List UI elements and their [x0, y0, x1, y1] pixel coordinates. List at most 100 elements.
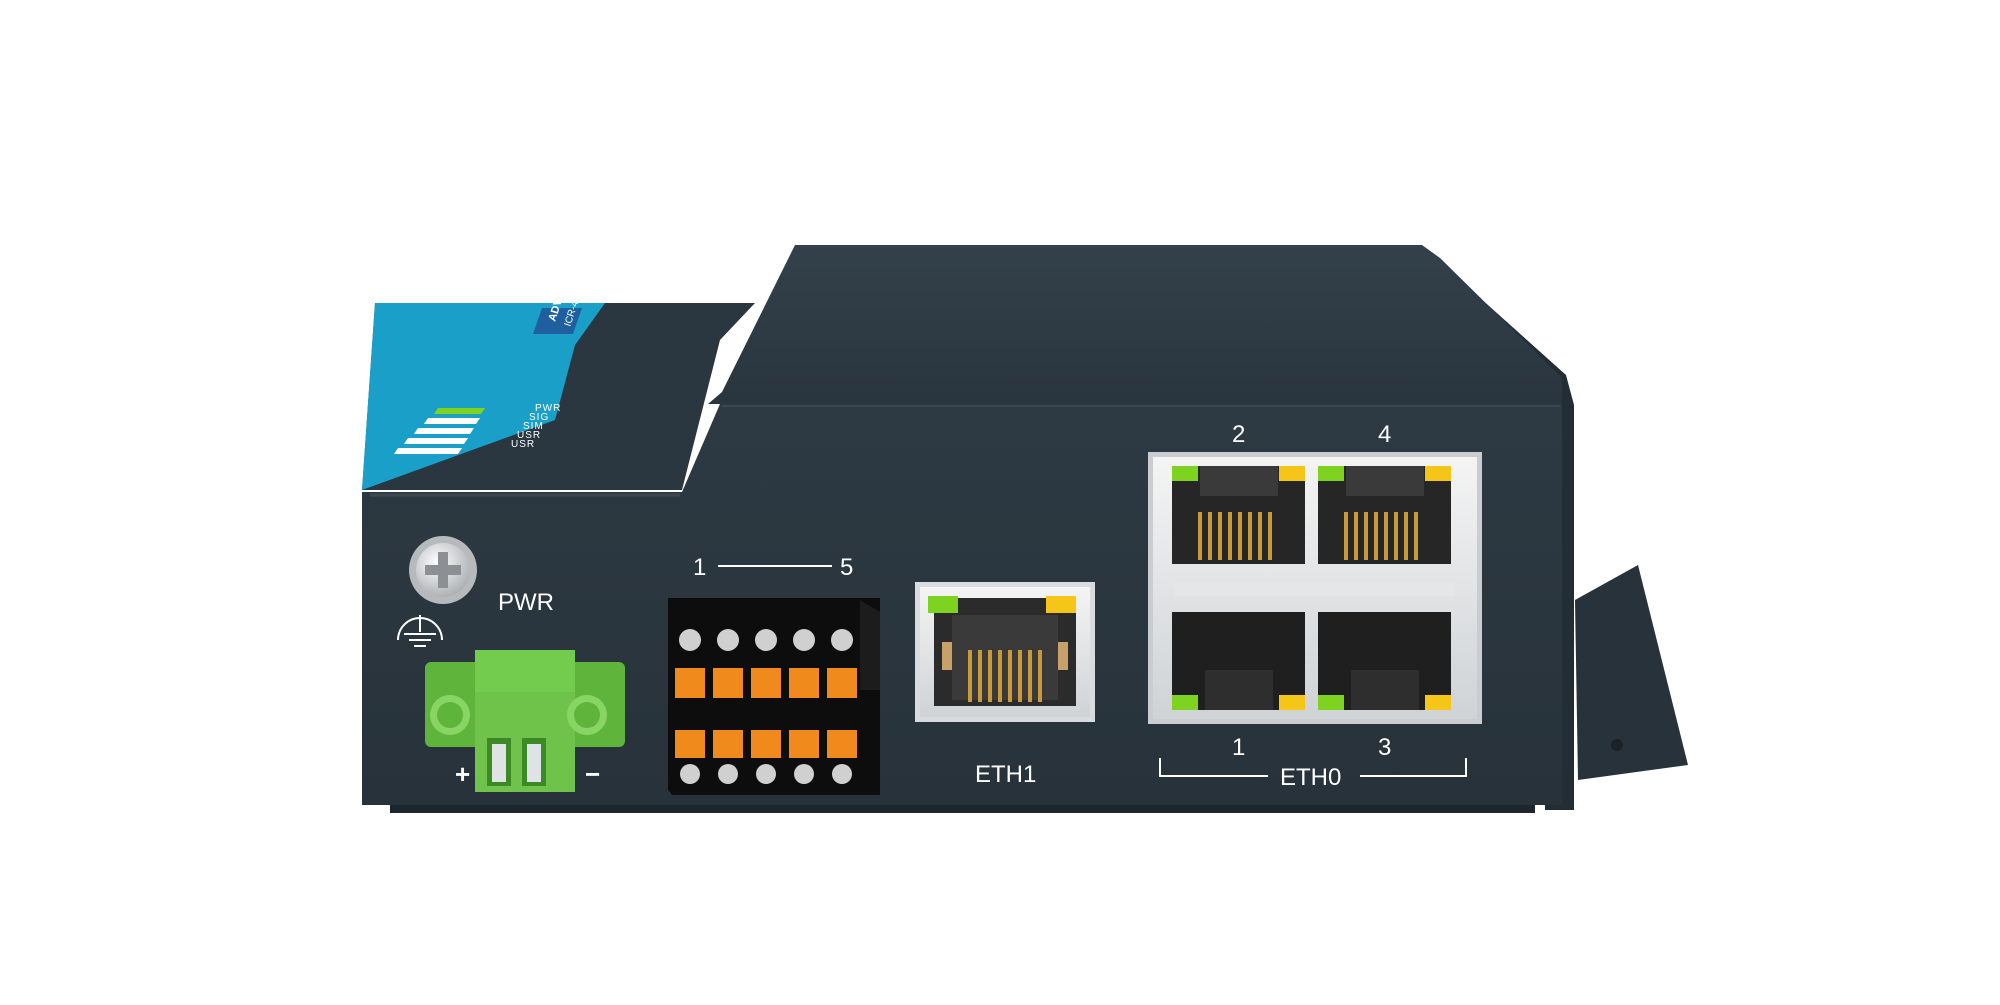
rj45-pin: [1198, 512, 1202, 560]
pwr-label: PWR: [498, 589, 554, 616]
eth1-pins: [968, 650, 1042, 702]
terminal-hole-top: [679, 629, 701, 651]
port-2-led-green: [1172, 466, 1198, 481]
rj45-pin: [1228, 512, 1232, 560]
rj45-pin: [988, 650, 992, 702]
rj45-pin: [1268, 512, 1272, 560]
eth0-port-4[interactable]: [1318, 466, 1451, 564]
status-led-usr1: [404, 438, 468, 444]
terminal-block[interactable]: [668, 598, 880, 795]
rj45-pin: [1384, 512, 1388, 560]
led-label-pwr: PWR: [535, 403, 561, 414]
eth1-led-left: [928, 596, 958, 613]
power-connector[interactable]: [425, 650, 625, 792]
port-label-1: 1: [1232, 734, 1245, 761]
bottom-strip: [390, 805, 1535, 813]
top-surface: [708, 245, 1562, 404]
ground-symbol-icon: [397, 615, 443, 647]
port-1-led-green: [1172, 695, 1198, 710]
brand-plate: [533, 308, 582, 334]
rj45-pin: [1028, 650, 1032, 702]
port-3-led-yellow: [1425, 695, 1451, 710]
terminal-hole-top: [717, 629, 739, 651]
rj45-pin: [978, 650, 982, 702]
bracket-hole: [1611, 739, 1623, 751]
port-4-led-yellow: [1425, 466, 1451, 481]
terminal-hole-bottom: [680, 764, 700, 784]
minus-label: −: [585, 759, 600, 789]
port-3-led-green: [1318, 695, 1344, 710]
port-4-led-green: [1318, 466, 1344, 481]
rj45-pin: [1218, 512, 1222, 560]
led-label-usr2: USR: [511, 439, 535, 450]
rj45-pin: [998, 650, 1002, 702]
eth0-port-2[interactable]: [1172, 466, 1305, 564]
terminal-lever-bottom[interactable]: [827, 730, 857, 758]
terminal-levers-top: [675, 668, 857, 698]
terminal-lever-top[interactable]: [827, 668, 857, 698]
rj45-pin: [1238, 512, 1242, 560]
eth0-port-3[interactable]: [1318, 612, 1451, 710]
terminal-lever-top[interactable]: [789, 668, 819, 698]
terminal-holes-top: [679, 629, 853, 651]
rj45-pin: [1414, 512, 1418, 560]
port-label-4: 4: [1378, 421, 1391, 448]
eth0-label: ETH0: [1280, 764, 1341, 791]
plus-label: +: [455, 759, 470, 789]
rj45-pin: [1374, 512, 1378, 560]
ground-screw-icon: [409, 536, 477, 604]
terminal-end-label: 5: [840, 554, 853, 581]
terminal-hole-top: [831, 629, 853, 651]
eth1-port[interactable]: [915, 582, 1095, 722]
terminal-hole-top: [793, 629, 815, 651]
terminal-lever-bottom[interactable]: [675, 730, 705, 758]
rj45-pin: [1364, 512, 1368, 560]
led-label-sim: SIM: [523, 421, 544, 432]
port-2-pins: [1198, 512, 1272, 560]
terminal-hole-bottom: [832, 764, 852, 784]
eth0-port-1[interactable]: [1172, 612, 1305, 710]
status-led-group: PWR SIG SIM USR USR: [394, 403, 561, 454]
terminal-holes-bottom: [680, 764, 852, 784]
terminal-hole-top: [755, 629, 777, 651]
rj45-pin: [1038, 650, 1042, 702]
port-2-led-yellow: [1279, 466, 1305, 481]
rj45-pin: [1008, 650, 1012, 702]
status-led-usr2: [394, 448, 462, 454]
terminal-hole-bottom: [718, 764, 738, 784]
rj45-pin: [1248, 512, 1252, 560]
terminal-lever-bottom[interactable]: [789, 730, 819, 758]
rj45-pin: [1394, 512, 1398, 560]
rj45-pin: [1354, 512, 1358, 560]
terminal-lever-top[interactable]: [751, 668, 781, 698]
mounting-bracket: [1575, 565, 1688, 780]
led-label-usr1: USR: [517, 430, 541, 441]
eth1-led-right: [1046, 596, 1076, 613]
rj45-pin: [968, 650, 972, 702]
rj45-pin: [1018, 650, 1022, 702]
status-led-pwr: [434, 408, 485, 414]
terminal-levers-bottom: [675, 730, 857, 758]
status-led-sim: [414, 428, 474, 434]
rj45-pin: [1404, 512, 1408, 560]
rj45-pin: [1258, 512, 1262, 560]
port-1-led-yellow: [1279, 695, 1305, 710]
eth1-label: ETH1: [975, 761, 1036, 788]
port-label-2: 2: [1232, 421, 1245, 448]
terminal-hole-bottom: [756, 764, 776, 784]
terminal-lever-top[interactable]: [713, 668, 743, 698]
terminal-hole-bottom: [794, 764, 814, 784]
terminal-lever-bottom[interactable]: [751, 730, 781, 758]
terminal-lever-top[interactable]: [675, 668, 705, 698]
port-label-3: 3: [1378, 734, 1391, 761]
port-4-pins: [1344, 512, 1418, 560]
rj45-pin: [1208, 512, 1212, 560]
led-label-sig: SIG: [529, 412, 549, 423]
status-led-sig: [424, 418, 480, 424]
eth0-bracket: [1159, 758, 1467, 777]
terminal-start-label: 1: [693, 554, 706, 581]
rj45-pin: [1344, 512, 1348, 560]
terminal-lever-bottom[interactable]: [713, 730, 743, 758]
